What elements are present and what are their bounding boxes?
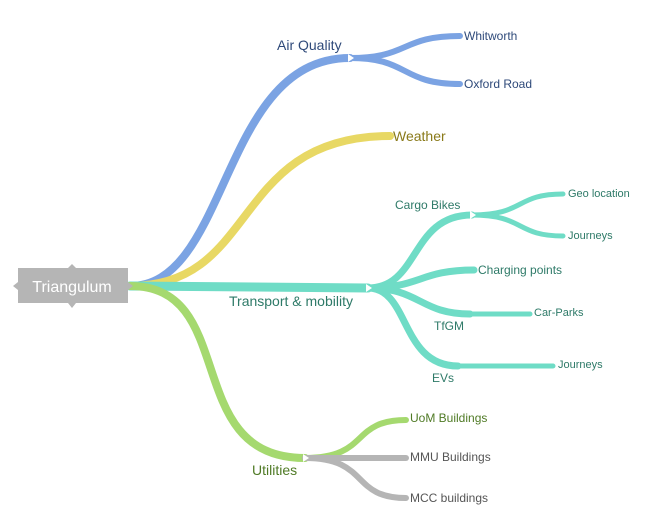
joint-utilities (303, 454, 309, 462)
node-cargo-bikes[interactable]: Cargo Bikes (395, 198, 460, 212)
root-label: Triangulum (32, 279, 111, 296)
node-uom-buildings[interactable]: UoM Buildings (410, 411, 487, 425)
edge-air-quality-oxford-road (347, 55, 463, 87)
root-node[interactable]: Triangulum (13, 264, 133, 308)
joint-air-quality (348, 54, 354, 62)
node-ev-journeys[interactable]: Journeys (558, 359, 603, 371)
edge-transport-charging (364, 266, 478, 292)
edge-root-air-quality (126, 54, 354, 290)
edge-air-quality-whitworth (347, 33, 463, 61)
joint-cargo-bikes (470, 211, 476, 219)
joint-transport (366, 284, 372, 292)
edge-root-utilities (126, 282, 309, 462)
node-mcc-buildings[interactable]: MCC buildings (410, 491, 488, 505)
node-mmu-buildings[interactable]: MMU Buildings (410, 450, 491, 464)
edge-transport-evs (364, 284, 462, 370)
edge-utilities-uom (302, 417, 409, 461)
node-car-parks[interactable]: Car-Parks (534, 307, 584, 319)
node-cargo-journeys[interactable]: Journeys (568, 230, 613, 242)
node-whitworth[interactable]: Whitworth (464, 29, 517, 43)
edge-utilities-mcc (302, 455, 409, 501)
node-transport[interactable]: Transport & mobility (229, 293, 353, 309)
node-oxford-road[interactable]: Oxford Road (464, 77, 532, 91)
node-tfgm[interactable]: TfGM (434, 319, 464, 333)
node-air-quality[interactable]: Air Quality (277, 37, 342, 53)
node-utilities[interactable]: Utilities (252, 462, 297, 478)
node-evs[interactable]: EVs (432, 371, 454, 385)
edge-cargo-bikes-geo (469, 191, 566, 218)
edge-cargo-bikes-journeys (469, 212, 566, 239)
edge-root-transport (125, 281, 373, 293)
node-geo-location[interactable]: Geo location (568, 188, 630, 200)
edge-root-weather (126, 132, 394, 290)
node-weather[interactable]: Weather (393, 128, 446, 144)
node-charging-points[interactable]: Charging points (478, 263, 562, 277)
